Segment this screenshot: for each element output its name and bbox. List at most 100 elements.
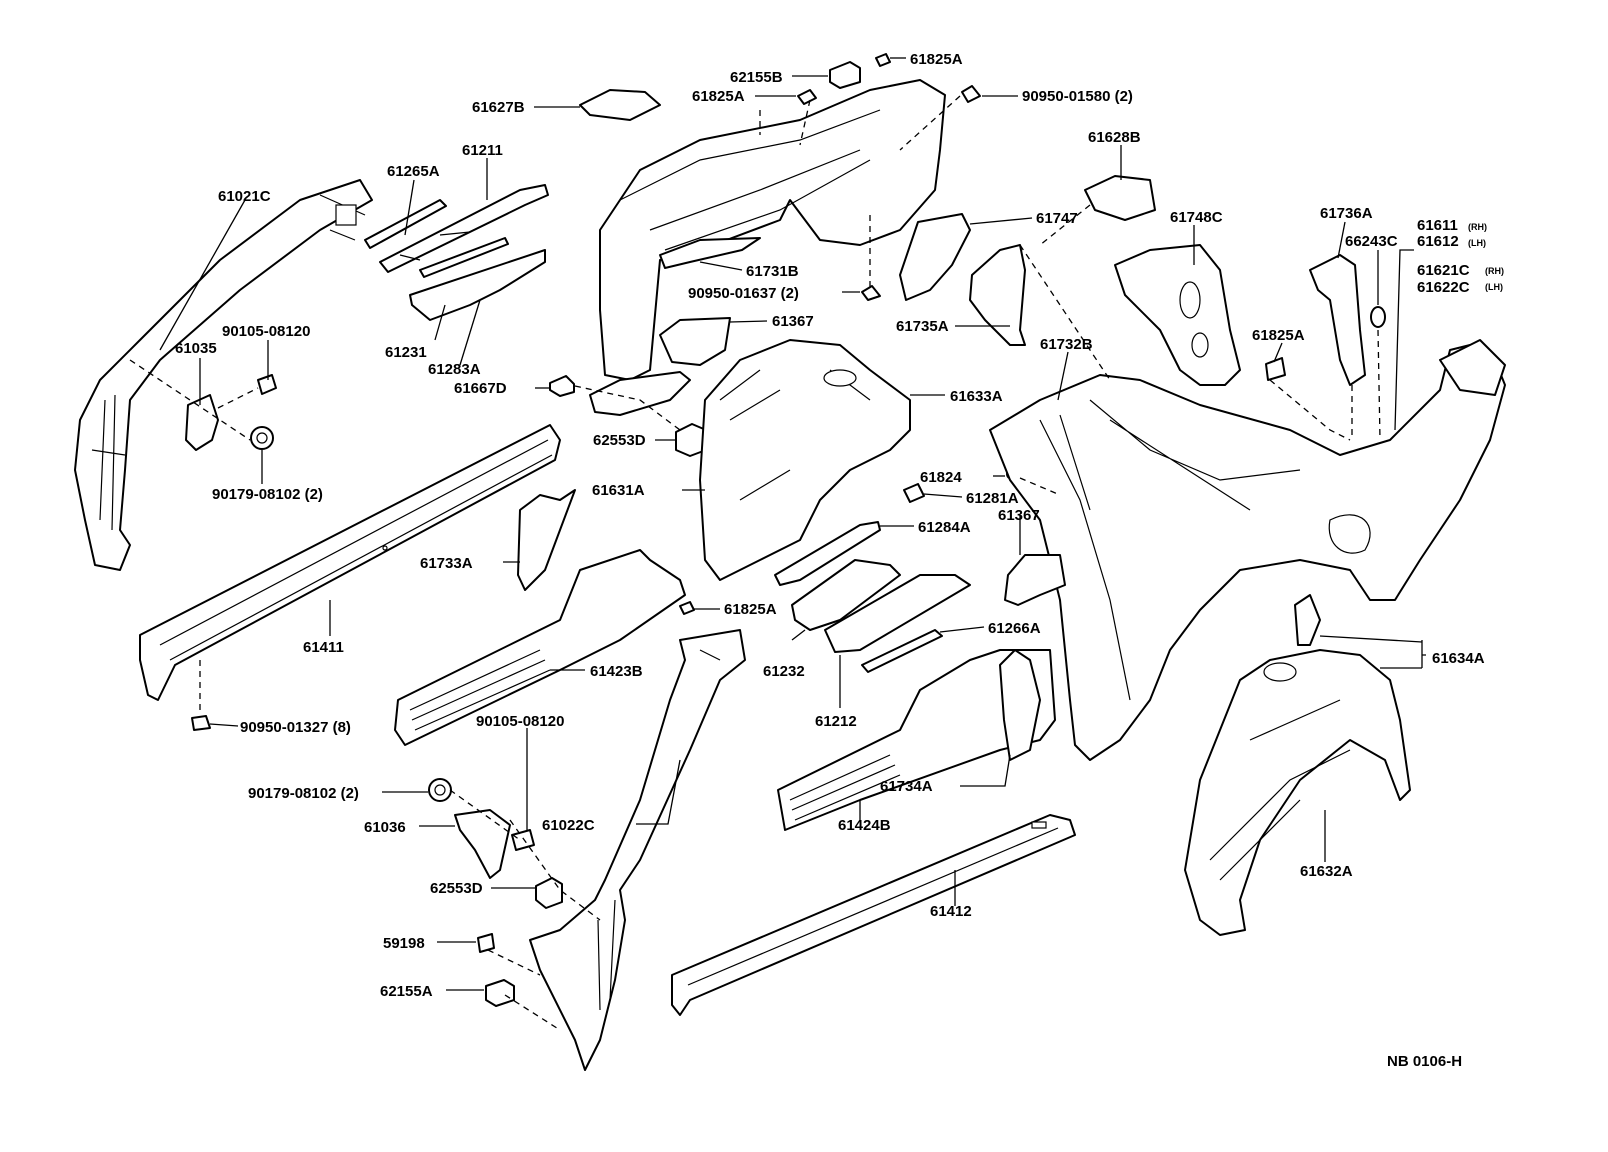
label-61733a: 61733A xyxy=(420,555,473,572)
part-61265a xyxy=(364,199,447,249)
label-61212: 61212 xyxy=(815,713,857,730)
part-61231 xyxy=(419,237,509,278)
part-61284a xyxy=(774,521,881,586)
pad-61825a-t2 xyxy=(797,89,817,105)
label-61367-b: 61367 xyxy=(998,507,1040,524)
clip-90950-01580 xyxy=(961,85,981,103)
label-61265a: 61265A xyxy=(387,163,440,180)
label-61825a-t1: 61825A xyxy=(910,51,963,68)
pad-62155b xyxy=(829,61,861,89)
bolt-90105-b xyxy=(511,829,535,851)
pad-62553d-bottom xyxy=(535,877,563,909)
label-61231: 61231 xyxy=(385,344,427,361)
label-61627b: 61627B xyxy=(472,99,525,116)
label-61731b: 61731B xyxy=(746,263,799,280)
label-61283a: 61283A xyxy=(428,361,481,378)
label-61611: 61611 xyxy=(1417,217,1458,234)
leader-lines xyxy=(159,57,1426,991)
label-61266a: 61266A xyxy=(988,620,1041,637)
part-61632a xyxy=(1184,649,1411,936)
part-61266a xyxy=(861,629,943,673)
label-62553d-top: 62553D xyxy=(593,432,646,449)
label-62553d-bottom: 62553D xyxy=(430,880,483,897)
label-61634a: 61634A xyxy=(1432,650,1485,667)
diagram-id: NB 0106-H xyxy=(1387,1053,1462,1070)
label-59198: 59198 xyxy=(383,935,425,952)
label-61423b: 61423B xyxy=(590,663,643,680)
label-90950-01637: 90950-01637 (2) xyxy=(688,285,799,302)
label-61825a-r: 61825A xyxy=(1252,327,1305,344)
label-61036: 61036 xyxy=(364,819,406,836)
part-61736a xyxy=(1309,254,1366,386)
part-61411 xyxy=(139,424,561,701)
label-62155b: 62155B xyxy=(730,69,783,86)
labels: 61021C 61265A 61211 61231 61283A 61667D … xyxy=(175,51,1504,1070)
label-61611-rh: (RH) xyxy=(1468,222,1487,232)
part-61022c xyxy=(529,629,746,1071)
label-66243c: 66243C xyxy=(1345,233,1398,250)
part-61734a xyxy=(999,649,1041,761)
label-61424b: 61424B xyxy=(838,817,891,834)
part-61747 xyxy=(899,213,971,301)
label-61631a: 61631A xyxy=(592,482,645,499)
part-61412 xyxy=(671,814,1076,1016)
part-61212 xyxy=(824,574,971,653)
label-61633a: 61633A xyxy=(950,388,1003,405)
label-61284a: 61284A xyxy=(918,519,971,536)
label-61735a: 61735A xyxy=(896,318,949,335)
label-61211: 61211 xyxy=(462,142,503,159)
part-61367-b xyxy=(1004,554,1066,606)
nut-90179-b xyxy=(428,778,452,802)
part-quarter-panel xyxy=(989,339,1506,761)
label-90105-a: 90105-08120 xyxy=(222,323,310,340)
pad-61825a-r xyxy=(1265,357,1286,381)
label-61232: 61232 xyxy=(763,663,805,680)
part-61735a xyxy=(969,244,1026,346)
part-61423b xyxy=(394,549,686,746)
part-61021c xyxy=(74,179,373,571)
label-61825a-mid: 61825A xyxy=(724,601,777,618)
part-upper-body xyxy=(599,79,946,381)
label-61667d: 61667D xyxy=(454,380,507,397)
part-61281a xyxy=(903,483,925,503)
nut-90179-a xyxy=(250,426,274,450)
label-90179-a: 90179-08102 (2) xyxy=(212,486,323,503)
label-61732b: 61732B xyxy=(1040,336,1093,353)
label-90179-b: 90179-08102 (2) xyxy=(248,785,359,802)
label-61612-lh: (LH) xyxy=(1468,238,1486,248)
label-90950-01327: 90950-01327 (8) xyxy=(240,719,351,736)
label-61622c: 61622C xyxy=(1417,279,1470,296)
part-61631a xyxy=(699,339,911,581)
label-61411: 61411 xyxy=(303,639,344,656)
part-61367-a xyxy=(659,317,731,366)
label-61035: 61035 xyxy=(175,340,217,357)
label-61022c: 61022C xyxy=(542,817,595,834)
part-61232 xyxy=(791,559,901,631)
part-61035 xyxy=(185,394,219,451)
bolt-90105-a xyxy=(257,374,277,395)
label-61825a-t2: 61825A xyxy=(692,88,745,105)
label-61736a: 61736A xyxy=(1320,205,1373,222)
label-61824: 61824 xyxy=(920,469,962,486)
pad-61825a-t1 xyxy=(875,53,891,67)
label-61021c: 61021C xyxy=(218,188,271,205)
part-66243c xyxy=(1370,306,1386,328)
part-61634a xyxy=(1294,594,1321,646)
part-61424b xyxy=(777,649,1056,831)
label-61281a: 61281A xyxy=(966,490,1019,507)
pad-59198 xyxy=(477,933,495,953)
part-61731b xyxy=(659,237,761,269)
label-61628b: 61628B xyxy=(1088,129,1141,146)
clip-90950-01327 xyxy=(191,715,211,731)
label-61621c-rh: (RH) xyxy=(1485,266,1504,276)
label-61748c: 61748C xyxy=(1170,209,1223,226)
label-62155a: 62155A xyxy=(380,983,433,1000)
label-61632a: 61632A xyxy=(1300,863,1353,880)
part-61628b xyxy=(1084,175,1156,221)
part-61667d xyxy=(549,371,691,416)
label-61734a: 61734A xyxy=(880,778,933,795)
label-61612: 61612 xyxy=(1417,233,1459,250)
part-61627b xyxy=(579,89,661,121)
pad-61825a-mid xyxy=(679,601,695,615)
